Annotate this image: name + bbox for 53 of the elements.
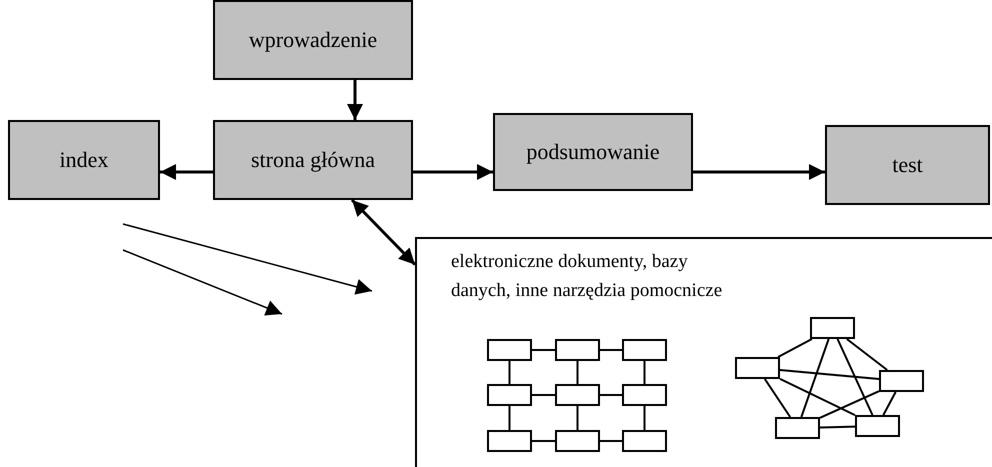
small-box — [735, 357, 780, 379]
small-box — [487, 430, 532, 452]
process-box — [8, 120, 160, 200]
small-box — [775, 417, 820, 439]
arrow — [347, 80, 363, 120]
connector-line — [836, 338, 874, 416]
resource-panel — [415, 237, 992, 467]
small-box — [622, 430, 667, 452]
small-box — [810, 317, 855, 339]
connector-line — [644, 406, 646, 430]
connector-line — [820, 426, 856, 428]
small-box — [879, 370, 924, 392]
connector-line — [532, 349, 555, 351]
node-label: podsumowanie — [526, 139, 660, 165]
small-box — [622, 384, 667, 406]
connector-line — [508, 406, 510, 430]
arrow — [693, 164, 825, 180]
connector-line — [576, 361, 578, 384]
small-box — [555, 384, 600, 406]
small-box — [622, 339, 667, 361]
node-label: index — [60, 147, 108, 173]
small-box — [487, 339, 532, 361]
small-box — [855, 415, 900, 437]
connector-line — [780, 378, 856, 416]
node-label: elektroniczne dokumenty, bazy danych, inne narzędzia pomocnicze — [451, 250, 724, 303]
connector-line — [764, 378, 791, 418]
connector-line — [800, 338, 830, 418]
process-box — [825, 125, 990, 205]
small-box — [555, 339, 600, 361]
node-label: strona główna — [250, 147, 376, 173]
connector-line — [820, 390, 880, 419]
connector-line — [600, 349, 622, 351]
connector-line — [600, 440, 622, 442]
connector-line — [532, 394, 555, 396]
process-box — [213, 0, 413, 80]
process-box — [493, 113, 693, 191]
arrow — [413, 164, 493, 180]
connector-line — [846, 338, 888, 371]
process-box — [213, 120, 413, 200]
connector-line — [576, 406, 578, 430]
connector-line — [882, 392, 897, 416]
connector-line — [508, 361, 510, 384]
arrow — [160, 164, 213, 180]
node-label: test — [892, 152, 923, 178]
arrow — [350, 198, 416, 266]
connector-line — [778, 338, 812, 358]
connector-line — [644, 361, 646, 384]
connector-line — [532, 440, 555, 442]
connector-line — [600, 394, 622, 396]
node-label: wprowadzenie — [248, 27, 378, 53]
small-box — [487, 384, 532, 406]
small-box — [555, 430, 600, 452]
connector-line — [780, 369, 880, 380]
